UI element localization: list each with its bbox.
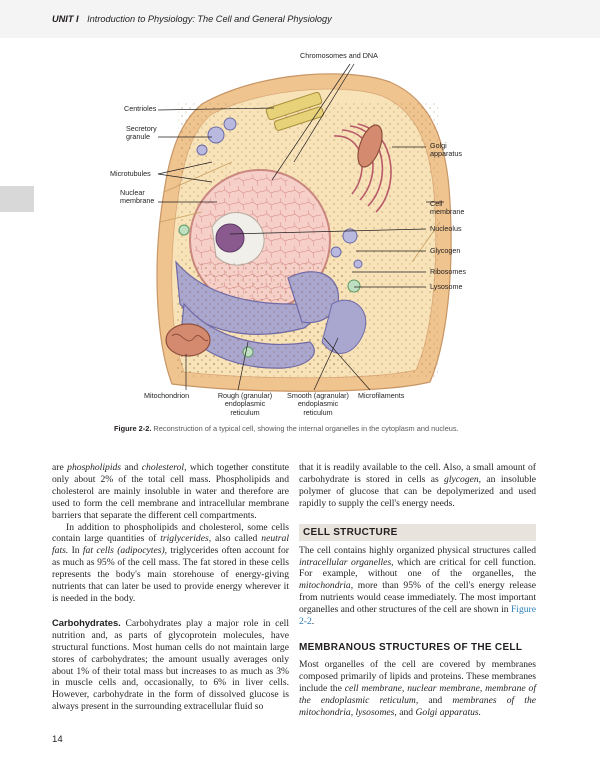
caption-number: Figure 2-2. [114, 424, 152, 433]
unit-label: UNIT I [52, 14, 79, 24]
carbohydrates-heading: Carbohydrates. [52, 616, 121, 628]
paragraph-lipids: are phospholipids and cholesterol, which… [52, 462, 289, 521]
label-lysosome: Lysosome [430, 282, 463, 291]
centriole-shape [265, 91, 324, 131]
cell-illustration [156, 63, 452, 392]
figure-caption: Figure 2-2. Reconstruction of a typical … [114, 424, 534, 433]
granule-shapes [196, 117, 363, 269]
paragraph-carbohydrates: Carbohydrates. Carbohydrates play a majo… [52, 616, 289, 713]
heading-membranous-structures: MEMBRANOUS STRUCTURES OF THE CELL [299, 641, 523, 653]
label-glycogen: Glycogen [430, 246, 461, 255]
running-head: UNIT I Introduction to Physiology: The C… [0, 0, 600, 38]
caption-text: Reconstruction of a typical cell, showin… [151, 424, 459, 433]
page-number: 14 [52, 734, 63, 745]
smooth-er-shape [321, 299, 367, 354]
label-mitochondrion: Mitochondrion [144, 391, 190, 400]
nucleolus-shape [215, 223, 245, 253]
label-ribosomes: Ribosomes [430, 267, 466, 276]
running-head-text: UNIT I Introduction to Physiology: The C… [52, 14, 332, 24]
chapter-title: Introduction to Physiology: The Cell and… [87, 14, 332, 24]
label-nucleolus: Nucleolus [430, 224, 462, 233]
cell-figure: Chromosomes and DNA Centrioles Secretory… [52, 42, 548, 435]
lysosome-shapes [178, 224, 361, 358]
label-microtubules: Microtubules [110, 169, 151, 178]
left-column: are phospholipids and cholesterol, which… [52, 462, 289, 713]
paragraph-membranes: Most organelles of the cell are covered … [299, 658, 537, 718]
mitochondrion-shape [165, 323, 211, 357]
figure-link[interactable]: Figure 2-2 [299, 604, 536, 628]
thumb-tab [0, 186, 34, 212]
paragraph-triglycerides: In addition to phospholipids and cholest… [52, 521, 289, 604]
label-centrioles: Centrioles [124, 104, 157, 113]
paragraph-glycogen: that it is readily available to the cell… [299, 462, 537, 509]
label-chromosomes: Chromosomes and DNA [300, 51, 378, 60]
paragraph-cell-structure: The cell contains highly organized physi… [299, 544, 536, 628]
heading-cell-structure: CELL STRUCTURE [299, 523, 536, 541]
label-microfilaments: Microfilaments [358, 391, 405, 400]
right-column: that it is readily available to the cell… [299, 462, 536, 718]
